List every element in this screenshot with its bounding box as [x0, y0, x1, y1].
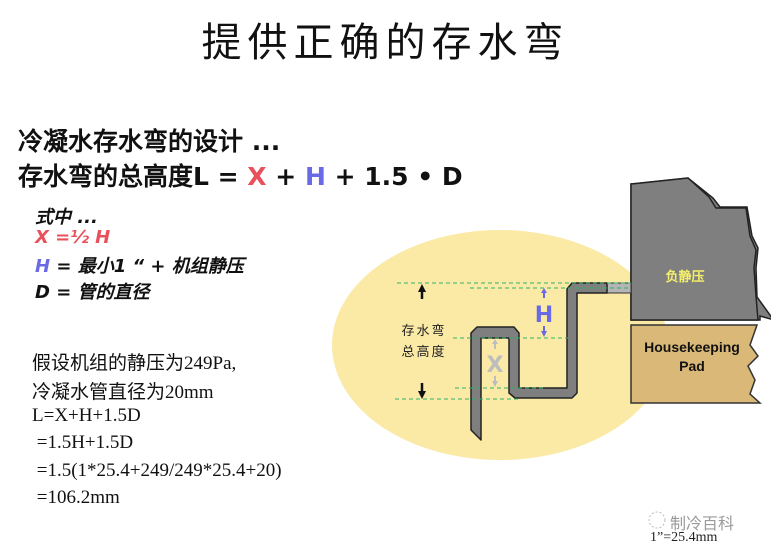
trap-pipe: [470, 282, 608, 441]
calc-line: =1.5H+1.5D: [32, 432, 134, 453]
calc-line: =1.5(1*25.4+249/249*25.4+20): [32, 460, 282, 481]
legend-h-text: = 最小1 “ + 机组静压: [50, 256, 244, 277]
formula-x: X: [247, 162, 267, 191]
arrow-up-head-icon: [418, 284, 426, 292]
pad-label-line1: Housekeeping: [644, 339, 740, 355]
heading-design: 冷凝水存水弯的设计 ...: [18, 127, 281, 156]
formula-prefix: 存水弯的总高度L =: [18, 162, 248, 191]
total-height-label-line2: 总高度: [401, 344, 446, 360]
housekeeping-pad: [630, 324, 762, 404]
watermark-text: 制冷百科: [670, 514, 735, 533]
heading-formula: 存水弯的总高度L = X + H + 1.5 • D: [18, 157, 463, 193]
background-ellipse: [332, 230, 668, 460]
legend-d-definition: D = 管的直径: [35, 282, 150, 303]
unit-outline: [630, 177, 759, 321]
x-arrow-down-icon: [492, 381, 498, 387]
legend-h-definition: H = 最小1 “ + 机组静压: [35, 252, 244, 278]
unit-footnote: 1”=25.4mm: [650, 530, 718, 545]
calc-line: 冷凝水管直径为20mm: [32, 382, 214, 403]
unit-label: 负静压: [665, 269, 704, 285]
pad-label-line2: Pad: [679, 358, 705, 374]
x-label: X: [487, 353, 504, 378]
formula-h: H: [304, 162, 326, 191]
slide-title: 提供正确的存水弯: [201, 20, 570, 66]
calc-line: =106.2mm: [32, 487, 120, 508]
legend-intro: 式中 ...: [35, 207, 98, 228]
calc-line: 假设机组的静压为249Pa,: [32, 353, 237, 374]
total-height-label-line1: 存水弯: [401, 323, 446, 339]
formula-suffix: + 1.5 • D: [325, 162, 463, 191]
h-label: H: [535, 303, 553, 328]
x-arrow-up-icon: [492, 339, 498, 344]
h-arrow-up-icon: [541, 288, 547, 293]
h-arrow-down-icon: [541, 331, 547, 337]
formula-plus: +: [266, 162, 305, 191]
calc-line: L=X+H+1.5D: [32, 405, 141, 426]
legend-x-definition: X =½ H: [35, 227, 111, 248]
legend-h-symbol: H: [35, 256, 51, 277]
watermark-logo-icon: [648, 511, 666, 529]
arrow-down-head-icon: [418, 391, 426, 399]
